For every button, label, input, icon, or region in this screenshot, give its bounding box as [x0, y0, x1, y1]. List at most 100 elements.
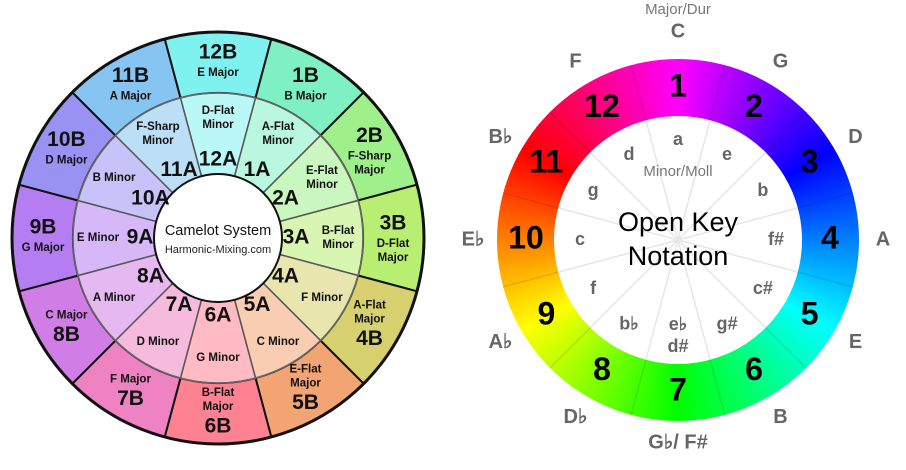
camelot-minor-code: 11A	[160, 158, 197, 181]
camelot-minor-key: D Minor	[137, 336, 180, 348]
camelot-minor-key-line: D Minor	[137, 336, 180, 348]
camelot-minor-key-line: A Minor	[93, 292, 136, 304]
camelot-minor-code: 1A	[244, 158, 271, 181]
camelot-major-key-line: B-Flat	[202, 387, 235, 399]
open-key-minor-label: a	[673, 129, 684, 149]
open-key-divider	[677, 239, 767, 329]
camelot-major-code: 8B	[53, 323, 80, 346]
open-key-ring-divider	[709, 359, 726, 416]
open-key-divider	[645, 120, 679, 241]
camelot-minor-key: B Minor	[93, 172, 136, 184]
open-key-minor-label: d	[624, 144, 635, 164]
camelot-major-key-line: Major	[378, 252, 409, 264]
camelot-major-key: E Major	[197, 67, 239, 79]
open-key-major-label: G	[773, 51, 789, 73]
camelot-major-code: 3B	[380, 212, 407, 235]
camelot-minor-code: 10A	[131, 187, 170, 210]
camelot-major-key-line: F Major	[110, 374, 151, 386]
camelot-minor-code: 9A	[127, 226, 154, 249]
camelot-minor-code: 6A	[205, 304, 232, 327]
camelot-center-circle	[153, 173, 283, 303]
open-key-number: 8	[593, 351, 611, 387]
open-key-minor-label: f	[590, 278, 597, 298]
major-dur-caption: Major/Dur	[645, 1, 711, 18]
camelot-major-code: 5B	[292, 391, 319, 414]
camelot-major-code: 4B	[356, 327, 383, 350]
open-key-divider	[589, 239, 679, 329]
minor-moll-caption: Minor/Moll	[643, 163, 712, 180]
open-key-divider	[677, 239, 798, 273]
camelot-title: Camelot System	[165, 223, 271, 239]
open-key-number: 5	[801, 295, 819, 331]
open-key-title-line2: Notation	[628, 241, 729, 271]
open-key-ring-divider	[549, 327, 591, 369]
camelot-major-key: C Major	[45, 310, 88, 322]
open-key-number: 10	[508, 219, 544, 255]
camelot-major-code: 12B	[199, 41, 238, 64]
open-key-major-label: B	[773, 406, 787, 428]
camelot-minor-code: 8A	[137, 265, 164, 288]
open-key-ring-divider	[797, 271, 854, 288]
camelot-major-key-line: D Major	[45, 155, 88, 167]
camelot-minor-key-line: D-Flat	[202, 105, 235, 117]
open-key-ring-divider	[502, 192, 559, 209]
open-key-number: 12	[584, 88, 620, 124]
camelot-major-key-line: B Major	[284, 90, 327, 102]
open-key-divider	[677, 207, 798, 241]
open-key-ring-divider	[797, 192, 854, 209]
open-key-major-label: E♭	[462, 228, 485, 250]
open-key-minor-label-line: d#	[667, 336, 688, 356]
camelot-minor-key-line: C Minor	[257, 336, 300, 348]
camelot-major-key-line: F-Sharp	[348, 151, 391, 163]
camelot-major-key-line: E-Flat	[290, 364, 322, 376]
open-key-divider	[558, 207, 679, 241]
open-key-ring-divider	[549, 111, 591, 153]
camelot-major-code: 9B	[30, 216, 57, 239]
camelot-minor-code: 12A	[199, 148, 238, 171]
camelot-minor-key: C Minor	[257, 336, 300, 348]
camelot-minor-key-line: Minor	[202, 119, 234, 131]
open-key-major-label: F	[569, 51, 581, 73]
open-key-major-label: B♭	[489, 126, 513, 148]
camelot-minor-key-line: Minor	[142, 135, 174, 147]
open-key-minor-label: g	[588, 180, 599, 200]
camelot-minor-key-line: Minor	[306, 179, 338, 191]
open-key-minor-label: f#	[768, 229, 784, 249]
camelot-minor-key-line: B Minor	[93, 172, 136, 184]
open-key-divider	[677, 151, 767, 241]
camelot-minor-key-line: Minor	[262, 135, 294, 147]
camelot-major-code: 2B	[356, 124, 383, 147]
open-key-major-label: E	[849, 331, 862, 353]
open-key-major-label: A	[876, 228, 890, 250]
camelot-minor-key: A Minor	[93, 292, 136, 304]
camelot-minor-key-line: G Minor	[196, 352, 240, 364]
camelot-major-key-line: C Major	[45, 310, 88, 322]
open-key-major-label: C	[671, 20, 685, 42]
camelot-minor-code: 7A	[166, 293, 193, 316]
open-key-minor-label: e	[722, 144, 732, 164]
open-key-major-label: A♭	[489, 331, 513, 353]
open-key-minor-label: g#	[716, 314, 737, 334]
camelot-minor-code: 2A	[272, 187, 299, 210]
open-key-number: 2	[745, 88, 763, 124]
open-key-major-label: D♭	[564, 406, 588, 428]
camelot-minor-key-line: E Minor	[77, 232, 120, 244]
camelot-major-key: D Major	[45, 155, 88, 167]
camelot-major-key-line: E Major	[197, 67, 239, 79]
camelot-minor-key-line: F-Sharp	[136, 121, 179, 133]
open-key-number: 6	[745, 351, 763, 387]
camelot-major-code: 11B	[112, 64, 149, 87]
camelot-major-key: G Major	[22, 242, 65, 254]
camelot-major-key-line: D-Flat	[377, 238, 410, 250]
open-key-minor-label: b	[757, 180, 768, 200]
camelot-minor-code: 4A	[272, 265, 299, 288]
